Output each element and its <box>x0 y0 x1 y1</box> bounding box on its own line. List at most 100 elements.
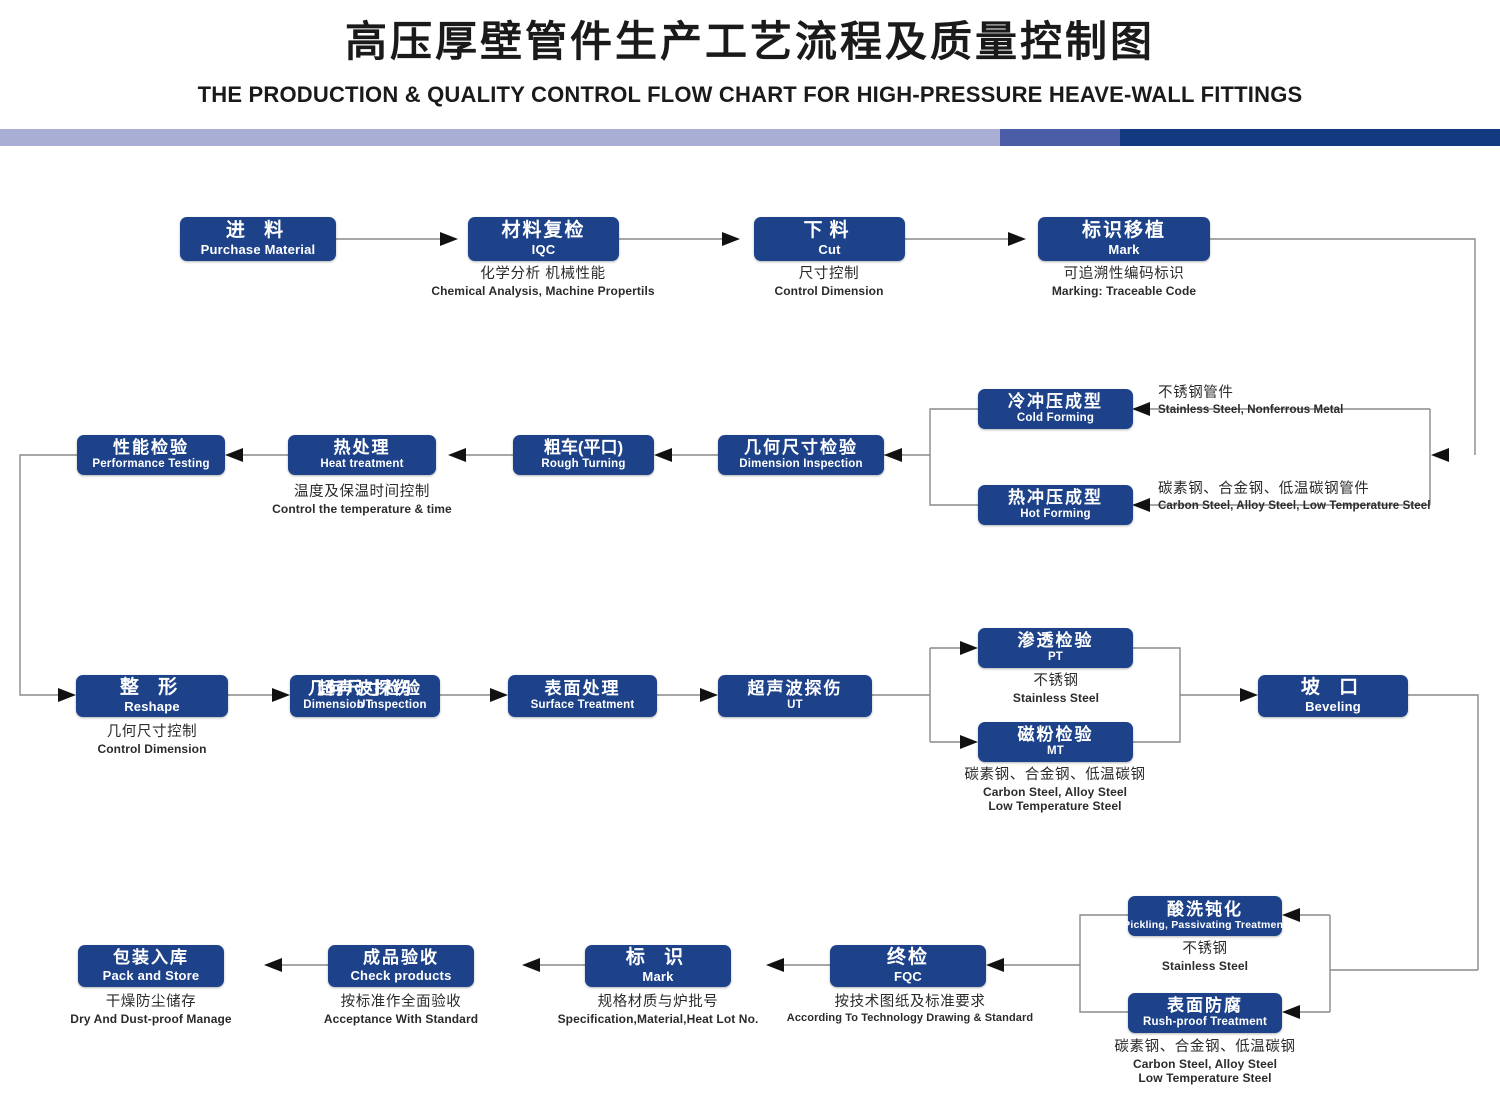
caption-cn: 温度及保温时间控制 <box>294 484 430 500</box>
node-rough-turning[interactable]: 粗车(平口) Rough Turning <box>513 435 654 475</box>
node-label-en: Pickling, Passivating Treatment <box>1123 918 1287 931</box>
header-rule-segment-dark <box>1120 129 1500 146</box>
node-ultrasonic-testing[interactable]: 超声波探伤 UT <box>718 675 872 717</box>
node-label-cn: 成品验收 <box>363 948 439 968</box>
page-title-en: THE PRODUCTION & QUALITY CONTROL FLOW CH… <box>197 82 1303 107</box>
node-dimension-inspection[interactable]: 几何尺寸检验 Dimension Inspection <box>718 435 884 475</box>
caption-penetrant-testing: 不锈钢 Stainless Steel <box>980 673 1132 705</box>
caption-en: Stainless Steel, Nonferrous Metal <box>1158 403 1344 416</box>
caption-en: Chemical Analysis, Machine Propertils <box>431 283 655 298</box>
node-fqc[interactable]: 终检 FQC <box>830 945 986 987</box>
caption-en: Carbon Steel, Alloy Steel <box>982 784 1128 799</box>
node-purchase-material[interactable]: 进 料 Purchase Material <box>180 217 336 261</box>
caption-cn: 规格材质与炉批号 <box>597 994 719 1010</box>
caption-en-2: Low Temperature Steel <box>988 799 1122 814</box>
node-label-cn: 酸洗钝化 <box>1167 899 1243 919</box>
node-label-en: Cut <box>818 241 841 257</box>
node-label-en: Check products <box>350 967 452 983</box>
caption-cn: 按技术图纸及标准要求 <box>834 994 986 1010</box>
node-label-cn: 热冲压成型 <box>1008 488 1103 507</box>
node-cut[interactable]: 下料 Cut <box>754 217 905 261</box>
node-label-cn: 冷冲压成型 <box>1008 392 1103 411</box>
node-label-cn: 标识移植 <box>1081 220 1166 242</box>
node-heat-treatment[interactable]: 热处理 Heat treatment <box>288 435 436 475</box>
header-rule-segment-light <box>0 129 1000 146</box>
caption-cn: 不锈钢 <box>1182 941 1228 957</box>
node-cold-forming[interactable]: 冷冲压成型 Cold Forming <box>978 389 1133 429</box>
node-magnetic-particle-testing[interactable]: 磁粉检验 MT <box>978 722 1133 762</box>
node-label-cn: 几何尺寸检验 <box>744 438 858 457</box>
node-label-cn: 进 料 <box>225 220 291 242</box>
caption-hot-forming: 碳素钢、合金钢、低温碳钢管件 Carbon Steel, Alloy Steel… <box>1158 481 1500 513</box>
caption-cold-forming: 不锈钢管件 Stainless Steel, Nonferrous Metal <box>1158 385 1498 417</box>
node-label-en: Rush-proof Treatment <box>1142 1016 1268 1029</box>
caption-check-products: 按标准作全面验收 Acceptance With Standard <box>281 994 521 1026</box>
caption-cn: 碳素钢、合金钢、低温碳钢 <box>964 767 1146 783</box>
node-label-cn: 热处理 <box>333 438 391 457</box>
node-label-cn: 标 识 <box>625 947 691 969</box>
node-beveling[interactable]: 坡 口 Beveling <box>1258 675 1408 717</box>
page-title-cn: 高压厚壁管件生产工艺流程及质量控制图 <box>344 18 1155 65</box>
node-label-cn: 坡 口 <box>1300 677 1366 699</box>
node-mark-transplant[interactable]: 标识移植 Mark <box>1038 217 1210 261</box>
node-check-products[interactable]: 成品验收 Check products <box>328 945 474 987</box>
node-reshape[interactable]: 整 形 Reshape <box>76 675 228 717</box>
node-mark[interactable]: 标 识 Mark <box>585 945 731 987</box>
caption-fqc: 按技术图纸及标准要求 According To Technology Drawi… <box>785 994 1035 1025</box>
node-label-en: Surface Treatment <box>530 699 635 712</box>
caption-pickling-passivating: 不锈钢 Stainless Steel <box>1129 941 1281 973</box>
caption-en: Carbon Steel, Alloy Steel <box>1132 1056 1278 1071</box>
node-label-cn: 整 形 <box>119 677 185 699</box>
node-label-cn: 材料复检 <box>501 220 586 242</box>
caption-en: Control Dimension <box>774 283 884 298</box>
caption-cn: 尺寸控制 <box>798 266 860 282</box>
caption-en: Acceptance With Standard <box>323 1011 479 1026</box>
caption-cn: 干燥防尘储存 <box>105 994 197 1010</box>
node-hot-forming[interactable]: 热冲压成型 Hot Forming <box>978 485 1133 525</box>
caption-iqc: 化学分析 机械性能 Chemical Analysis, Machine Pro… <box>383 266 703 298</box>
node-label-en: Mark <box>1108 241 1140 257</box>
node-label-cn: 包装入库 <box>113 948 189 968</box>
node-surface-treatment[interactable]: 表面处理 Surface Treatment <box>508 675 657 717</box>
header-rule-segment-medium <box>1000 129 1120 146</box>
caption-rust-proof-treatment: 碳素钢、合金钢、低温碳钢 Carbon Steel, Alloy Steel L… <box>1105 1039 1305 1086</box>
caption-en-2: Low Temperature Steel <box>1138 1071 1272 1086</box>
node-label-en: MT <box>1046 745 1064 758</box>
node-label-en: Performance Testing <box>92 458 210 471</box>
caption-mark: 规格材质与炉批号 Specification,Material,Heat Lot… <box>538 994 778 1026</box>
node-label-cn: 表面防腐 <box>1167 996 1243 1015</box>
caption-cn: 不锈钢 <box>1033 673 1079 689</box>
node-pickling-passivating[interactable]: 酸洗钝化 Pickling, Passivating Treatment <box>1123 896 1287 936</box>
chart-header: 高压厚壁管件生产工艺流程及质量控制图 THE PRODUCTION & QUAL… <box>0 0 1500 150</box>
node-label-en: Cold Forming <box>1016 412 1095 425</box>
node-performance-testing[interactable]: 性能检验 Performance Testing <box>77 435 225 475</box>
caption-en: Carbon Steel, Alloy Steel, Low Temperatu… <box>1158 499 1431 512</box>
node-rust-proof-treatment[interactable]: 表面防腐 Rush-proof Treatment <box>1128 993 1282 1033</box>
caption-en: Dry And Dust-proof Manage <box>70 1011 232 1026</box>
node-pack-and-store[interactable]: 包装入库 Pack and Store <box>78 945 224 987</box>
node-label-cn: 表面处理 <box>544 679 621 698</box>
caption-cut: 尺寸控制 Control Dimension <box>709 266 949 298</box>
node-label-en: IQC <box>531 241 556 257</box>
node-label-cn: 终检 <box>886 947 929 969</box>
node-dimension-inspection-2[interactable]: 几何尺寸检验 Dimension Inspection 超声波探伤 UT <box>290 675 440 717</box>
node-label-cn: 性能检验 <box>113 438 189 457</box>
node-label-cn: 粗车(平口) <box>543 438 624 457</box>
caption-cn: 碳素钢、合金钢、低温碳钢 <box>1114 1039 1296 1055</box>
caption-cn: 可追溯性编码标识 <box>1063 266 1185 282</box>
node-label-cn: 几何尺寸检验 <box>308 679 422 698</box>
caption-pack-and-store: 干燥防尘储存 Dry And Dust-proof Manage <box>31 994 271 1026</box>
node-label-en: Mark <box>642 968 674 984</box>
caption-en: According To Technology Drawing & Standa… <box>786 1011 1034 1024</box>
node-iqc[interactable]: 材料复检 IQC <box>468 217 619 261</box>
node-penetrant-testing[interactable]: 渗透检验 PT <box>978 628 1133 668</box>
header-rule <box>0 129 1500 146</box>
node-label-cn: 磁粉检验 <box>1017 725 1094 744</box>
node-label-en: Reshape <box>124 698 180 714</box>
node-label-en: Dimension Inspection <box>303 699 427 712</box>
node-label-en: Heat treatment <box>320 458 404 471</box>
node-label-en: UT <box>787 699 803 712</box>
caption-cn: 按标准作全面验收 <box>340 994 462 1010</box>
